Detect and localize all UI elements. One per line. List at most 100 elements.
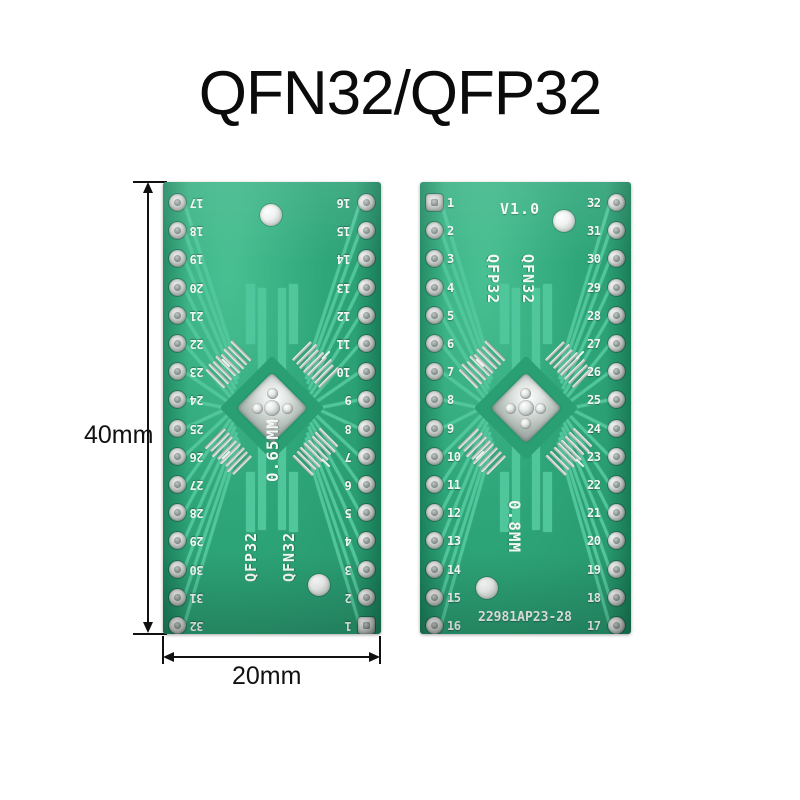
pin-number-right: 24 xyxy=(587,421,601,436)
pin-number-right: 4 xyxy=(345,534,352,549)
mounting-hole xyxy=(476,577,498,599)
pin-number-left: 32 xyxy=(190,619,204,633)
through-hole-pad-left[interactable] xyxy=(426,419,443,437)
pad-hole xyxy=(174,509,181,517)
silkscreen-qfp-label: QFP32 xyxy=(484,254,502,305)
through-hole-pad-left[interactable] xyxy=(169,504,186,522)
pin-number-left: 19 xyxy=(190,252,204,267)
through-hole-pad-left[interactable] xyxy=(426,391,443,409)
pin-number-left: 23 xyxy=(190,365,204,380)
through-hole-pad-right[interactable] xyxy=(358,419,375,437)
through-hole-pad-right[interactable] xyxy=(358,391,375,409)
mounting-hole xyxy=(260,204,282,226)
through-hole-pad-right[interactable] xyxy=(358,194,375,211)
through-hole-pad-left[interactable] xyxy=(426,194,443,211)
center-bus-trace xyxy=(258,288,266,384)
through-hole-pad-left[interactable] xyxy=(426,617,443,634)
pin-number-left: 21 xyxy=(190,308,204,323)
through-hole-pad-left[interactable] xyxy=(169,419,186,437)
pin-number-right: 11 xyxy=(337,337,351,351)
through-hole-pad-left[interactable] xyxy=(426,560,443,578)
height-dimension-line xyxy=(147,186,149,630)
through-hole-pad-right[interactable] xyxy=(608,617,625,634)
through-hole-pad-left[interactable] xyxy=(426,335,443,352)
pin-number-right: 19 xyxy=(587,562,601,577)
through-hole-pad-right[interactable] xyxy=(358,560,375,578)
pin-number-right: 26 xyxy=(587,365,601,380)
through-hole-pad-right[interactable] xyxy=(608,363,625,381)
through-hole-pad-left[interactable] xyxy=(426,504,443,522)
pin-number-right: 8 xyxy=(345,421,352,436)
through-hole-pad-right[interactable] xyxy=(358,532,375,550)
pad-hole xyxy=(431,255,438,263)
through-hole-pad-right[interactable] xyxy=(608,588,625,606)
through-hole-pad-right[interactable] xyxy=(608,391,625,409)
through-hole-pad-left[interactable] xyxy=(169,222,186,240)
through-hole-pad-left[interactable] xyxy=(426,278,443,296)
through-hole-pad-right[interactable] xyxy=(608,335,625,352)
through-hole-pad-right[interactable] xyxy=(358,363,375,381)
pin-number-left: 4 xyxy=(447,280,454,295)
through-hole-pad-right[interactable] xyxy=(608,222,625,240)
pad-hole xyxy=(174,199,181,206)
through-hole-pad-left[interactable] xyxy=(426,588,443,606)
through-hole-pad-left[interactable] xyxy=(169,560,186,578)
pin-number-right: 21 xyxy=(587,506,601,521)
through-hole-pad-right[interactable] xyxy=(358,588,375,606)
through-hole-pad-right[interactable] xyxy=(358,447,375,465)
silkscreen-pitch-label: 0.65MM xyxy=(263,418,282,482)
through-hole-pad-left[interactable] xyxy=(169,363,186,381)
pad-hole xyxy=(613,283,620,291)
pad-hole xyxy=(431,227,438,235)
through-hole-pad-right[interactable] xyxy=(358,222,375,240)
through-hole-pad-left[interactable] xyxy=(169,447,186,465)
width-arrow-right xyxy=(369,652,380,662)
through-hole-pad-left[interactable] xyxy=(426,363,443,381)
pad-hole xyxy=(363,199,370,206)
pad-hole xyxy=(363,481,370,488)
through-hole-pad-left[interactable] xyxy=(169,250,186,268)
through-hole-pad-left[interactable] xyxy=(169,532,186,550)
through-hole-pad-right[interactable] xyxy=(608,532,625,550)
through-hole-pad-right[interactable] xyxy=(608,250,625,268)
through-hole-pad-left[interactable] xyxy=(169,306,186,324)
through-hole-pad-right[interactable] xyxy=(608,419,625,437)
through-hole-pad-left[interactable] xyxy=(169,335,186,352)
pad-hole xyxy=(431,199,438,206)
pad-hole xyxy=(613,255,620,263)
pin-number-right: 16 xyxy=(337,196,351,210)
thermal-via xyxy=(266,387,278,399)
through-hole-pad-left[interactable] xyxy=(169,278,186,296)
center-bus-trace xyxy=(246,284,255,344)
through-hole-pad-right[interactable] xyxy=(608,504,625,522)
through-hole-pad-right[interactable] xyxy=(358,306,375,324)
through-hole-pad-right[interactable] xyxy=(358,476,375,493)
through-hole-pad-left[interactable] xyxy=(426,222,443,240)
through-hole-pad-right[interactable] xyxy=(608,278,625,296)
pad-hole xyxy=(613,396,620,404)
through-hole-pad-right[interactable] xyxy=(608,560,625,578)
through-hole-pad-left[interactable] xyxy=(169,476,186,493)
through-hole-pad-right[interactable] xyxy=(608,476,625,493)
through-hole-pad-left[interactable] xyxy=(169,617,186,634)
through-hole-pad-right[interactable] xyxy=(608,447,625,465)
through-hole-pad-left[interactable] xyxy=(426,532,443,550)
through-hole-pad-left[interactable] xyxy=(169,194,186,211)
through-hole-pad-right[interactable] xyxy=(358,617,375,634)
through-hole-pad-left[interactable] xyxy=(169,588,186,606)
through-hole-pad-right[interactable] xyxy=(608,194,625,211)
through-hole-pad-right[interactable] xyxy=(358,504,375,522)
through-hole-pad-left[interactable] xyxy=(426,476,443,493)
pin-number-left: 30 xyxy=(190,562,204,577)
through-hole-pad-right[interactable] xyxy=(358,278,375,296)
through-hole-pad-left[interactable] xyxy=(426,306,443,324)
pad-hole xyxy=(613,227,620,235)
through-hole-pad-right[interactable] xyxy=(358,335,375,352)
through-hole-pad-left[interactable] xyxy=(426,250,443,268)
through-hole-pad-right[interactable] xyxy=(358,250,375,268)
through-hole-pad-left[interactable] xyxy=(426,447,443,465)
through-hole-pad-left[interactable] xyxy=(169,391,186,409)
pin-number-left: 20 xyxy=(190,280,204,295)
pin-number-right: 7 xyxy=(345,449,352,464)
through-hole-pad-right[interactable] xyxy=(608,306,625,324)
